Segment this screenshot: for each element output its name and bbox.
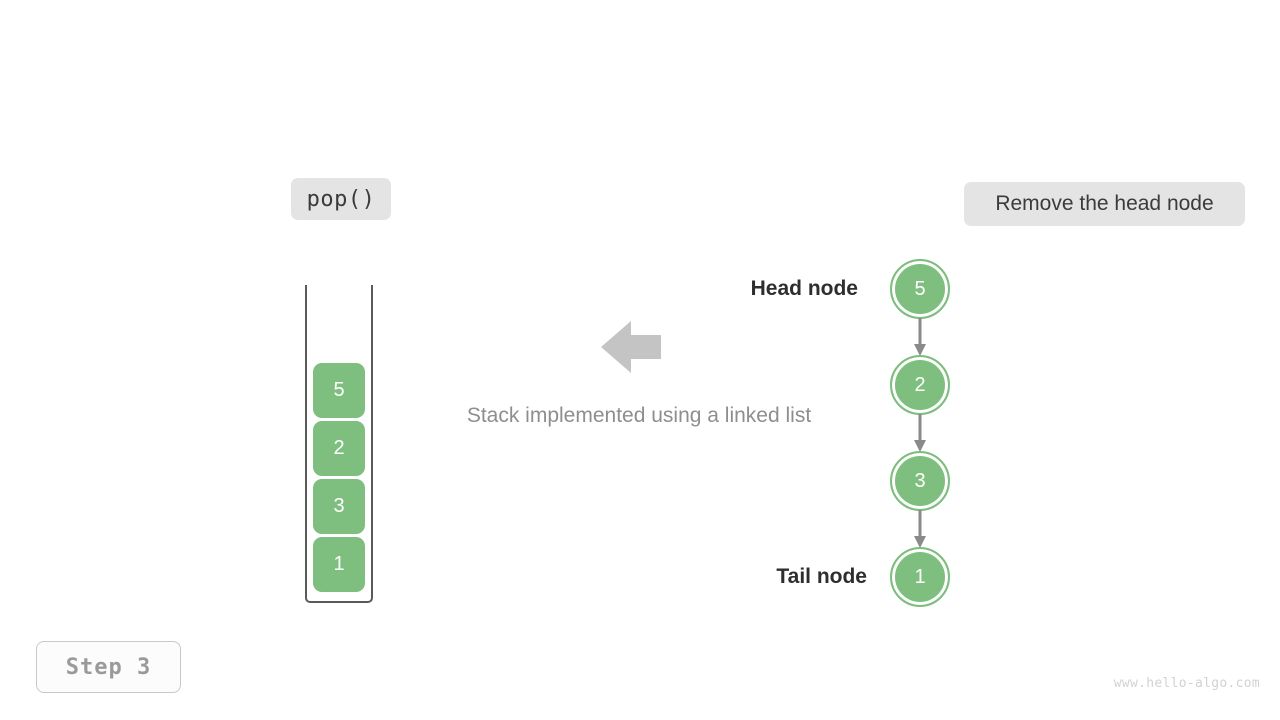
tail-node-label: Tail node — [776, 565, 867, 588]
stack-cell: 5 — [313, 363, 365, 418]
stack-cell-list: 5 2 3 1 — [313, 363, 365, 592]
diagram-caption: Stack implemented using a linked list — [0, 404, 1280, 428]
stack-container — [305, 285, 373, 603]
watermark: www.hello-algo.com — [1113, 676, 1260, 691]
stack-cell: 1 — [313, 537, 365, 592]
node-connector-arrow-icon — [912, 318, 928, 356]
step-badge: Step 3 — [36, 641, 181, 693]
annotation-badge: Remove the head node — [964, 182, 1245, 226]
linked-list-node: 2 — [890, 355, 950, 415]
linked-list-node: 3 — [890, 451, 950, 511]
head-node-label: Head node — [750, 277, 858, 300]
node-connector-arrow-icon — [912, 414, 928, 452]
stack-cell: 3 — [313, 479, 365, 534]
linked-list-node: 5 — [890, 259, 950, 319]
stack-cell: 2 — [313, 421, 365, 476]
transfer-arrow-left-icon — [601, 319, 661, 375]
operation-badge: pop() — [291, 178, 391, 220]
linked-list-node: 1 — [890, 547, 950, 607]
diagram-caption-text: Stack implemented using a linked list — [466, 404, 812, 427]
node-connector-arrow-icon — [912, 510, 928, 548]
